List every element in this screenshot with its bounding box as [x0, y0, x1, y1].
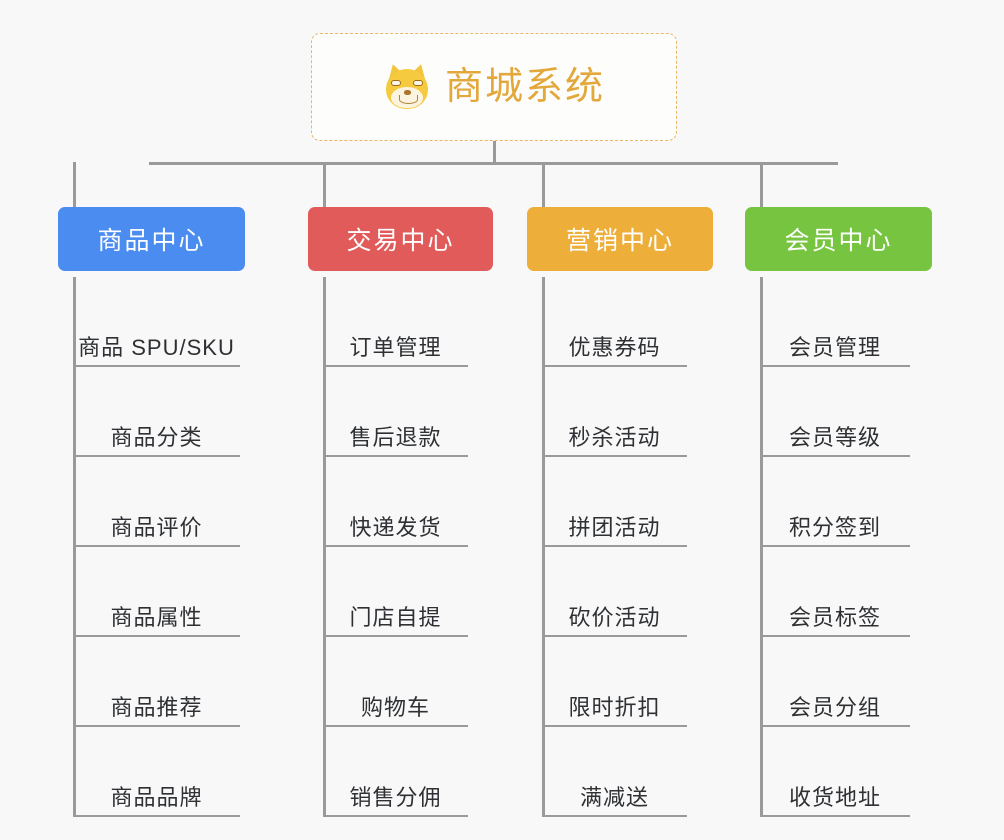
- connector-drop-marketing-center: [542, 162, 545, 207]
- leaf-item[interactable]: 限时折扣: [542, 637, 687, 727]
- leaf-item[interactable]: 门店自提: [323, 547, 468, 637]
- leaf-item-label: 门店自提: [349, 604, 442, 630]
- leaf-item[interactable]: 商品品牌: [73, 727, 240, 817]
- leaf-item[interactable]: 商品分类: [73, 367, 240, 457]
- connector-drop-trade-center: [323, 162, 326, 207]
- leaf-item[interactable]: 拼团活动: [542, 457, 687, 547]
- leaf-item-label: 商品推荐: [110, 694, 203, 720]
- leaf-item[interactable]: 砍价活动: [542, 547, 687, 637]
- shiba-inu-icon: [383, 61, 431, 111]
- leaf-item[interactable]: 商品评价: [73, 457, 240, 547]
- leaf-item[interactable]: 秒杀活动: [542, 367, 687, 457]
- category-header-label: 营销中心: [565, 227, 674, 255]
- leaf-item-label: 商品 SPU/SKU: [78, 334, 235, 360]
- leaf-item-label: 积分签到: [788, 514, 881, 540]
- leaf-item-label: 会员等级: [788, 424, 881, 450]
- leaf-item-label: 满减送: [579, 784, 649, 810]
- leaf-item[interactable]: 售后退款: [323, 367, 468, 457]
- leaf-item[interactable]: 积分签到: [760, 457, 910, 547]
- category-header-label: 交易中心: [346, 227, 455, 255]
- leaf-item[interactable]: 销售分佣: [323, 727, 468, 817]
- category-header-label: 会员中心: [784, 227, 893, 255]
- leaf-item-label: 砍价活动: [568, 604, 661, 630]
- leaf-item-label: 售后退款: [349, 424, 442, 450]
- leaf-item[interactable]: 会员分组: [760, 637, 910, 727]
- category-header-trade-center[interactable]: 交易中心: [308, 207, 493, 271]
- root-node-title: 商城系统: [444, 66, 605, 108]
- leaf-item[interactable]: 会员标签: [760, 547, 910, 637]
- leaf-item-label: 销售分佣: [349, 784, 442, 810]
- leaf-item[interactable]: 会员管理: [760, 277, 910, 367]
- leaf-item-label: 会员管理: [788, 334, 881, 360]
- leaf-item-label: 商品评价: [110, 514, 203, 540]
- leaf-item-label: 快递发货: [349, 514, 442, 540]
- leaf-item[interactable]: 购物车: [323, 637, 468, 727]
- connector-drop-product-center: [73, 162, 76, 207]
- leaf-item[interactable]: 会员等级: [760, 367, 910, 457]
- leaf-item[interactable]: 商品 SPU/SKU: [73, 277, 240, 367]
- leaf-item-label: 购物车: [360, 694, 430, 720]
- leaf-item[interactable]: 满减送: [542, 727, 687, 817]
- connector-horizontal-bus: [149, 162, 838, 165]
- leaf-item-label: 商品品牌: [110, 784, 203, 810]
- leaf-item[interactable]: 商品推荐: [73, 637, 240, 727]
- category-header-marketing-center[interactable]: 营销中心: [527, 207, 713, 271]
- leaf-item-label: 会员分组: [788, 694, 881, 720]
- leaf-item[interactable]: 商品属性: [73, 547, 240, 637]
- leaf-item-label: 优惠券码: [568, 334, 661, 360]
- leaf-item-label: 商品分类: [110, 424, 203, 450]
- category-header-product-center[interactable]: 商品中心: [58, 207, 245, 271]
- leaf-item[interactable]: 订单管理: [323, 277, 468, 367]
- connector-drop-member-center: [760, 162, 763, 207]
- root-node-shop-system[interactable]: 商城系统: [311, 33, 677, 141]
- leaf-item-label: 限时折扣: [568, 694, 661, 720]
- leaf-item-label: 拼团活动: [568, 514, 661, 540]
- leaf-item-label: 会员标签: [788, 604, 881, 630]
- leaf-item-label: 商品属性: [110, 604, 203, 630]
- category-header-member-center[interactable]: 会员中心: [745, 207, 932, 271]
- leaf-item[interactable]: 收货地址: [760, 727, 910, 817]
- leaf-item-label: 秒杀活动: [568, 424, 661, 450]
- leaf-item[interactable]: 优惠券码: [542, 277, 687, 367]
- leaf-item-label: 收货地址: [788, 784, 881, 810]
- leaf-item-label: 订单管理: [349, 334, 442, 360]
- category-header-label: 商品中心: [97, 227, 206, 255]
- leaf-item[interactable]: 快递发货: [323, 457, 468, 547]
- connector-root-stem: [493, 141, 496, 164]
